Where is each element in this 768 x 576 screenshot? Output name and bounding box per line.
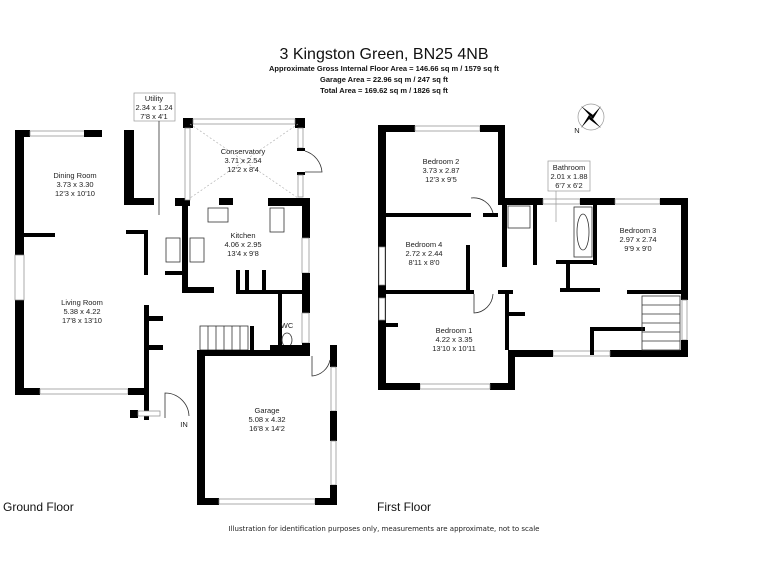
svg-text:3.73 x 2.87: 3.73 x 2.87 [422, 166, 459, 175]
svg-text:Bathroom: Bathroom [553, 163, 586, 172]
svg-text:6'7 x 6'2: 6'7 x 6'2 [555, 181, 582, 190]
entrance-label: IN [180, 420, 188, 429]
room-living: Living Room 5.38 x 4.22 17'8 x 13'10 [61, 298, 103, 325]
room-bedroom3: Bedroom 3 2.97 x 2.74 9'9 x 9'0 [619, 226, 656, 253]
svg-text:12'3 x 10'10: 12'3 x 10'10 [55, 189, 95, 198]
svg-text:12'3 x 9'5: 12'3 x 9'5 [425, 175, 457, 184]
svg-text:17'8 x 13'10: 17'8 x 13'10 [62, 316, 102, 325]
gross-area: Approximate Gross Internal Floor Area = … [269, 64, 500, 73]
room-garage: Garage 5.08 x 4.32 16'8 x 14'2 [248, 406, 285, 433]
first-floor-label: First Floor [377, 500, 431, 514]
svg-text:3.71 x 2.54: 3.71 x 2.54 [224, 156, 261, 165]
svg-text:Bedroom 1: Bedroom 1 [436, 326, 473, 335]
room-dining: Dining Room 3.73 x 3.30 12'3 x 10'10 [53, 171, 96, 198]
svg-text:2.72 x 2.44: 2.72 x 2.44 [405, 249, 442, 258]
disclaimer: Illustration for identification purposes… [229, 525, 540, 533]
room-wc: WC [281, 321, 294, 330]
svg-text:Utility: Utility [145, 94, 164, 103]
svg-text:Bedroom 3: Bedroom 3 [620, 226, 657, 235]
svg-text:5.08 x 4.32: 5.08 x 4.32 [248, 415, 285, 424]
svg-text:2.01 x 1.88: 2.01 x 1.88 [550, 172, 587, 181]
svg-text:9'9 x 9'0: 9'9 x 9'0 [624, 244, 651, 253]
room-bedroom4: Bedroom 4 2.72 x 2.44 8'11 x 8'0 [405, 240, 442, 267]
compass-north-label: N [574, 126, 579, 135]
room-bathroom: Bathroom 2.01 x 1.88 6'7 x 6'2 [550, 163, 587, 190]
svg-text:Bedroom 2: Bedroom 2 [423, 157, 460, 166]
svg-text:13'4 x 9'8: 13'4 x 9'8 [227, 249, 259, 258]
svg-text:7'8 x 4'1: 7'8 x 4'1 [140, 112, 167, 121]
room-bedroom1: Bedroom 1 4.22 x 3.35 13'10 x 10'11 [432, 326, 476, 353]
svg-text:Living Room: Living Room [61, 298, 103, 307]
svg-text:Dining Room: Dining Room [53, 171, 96, 180]
total-area: Total Area = 169.62 sq m / 1826 sq ft [320, 86, 448, 95]
svg-text:4.06 x 2.95: 4.06 x 2.95 [224, 240, 261, 249]
svg-text:13'10 x 10'11: 13'10 x 10'11 [432, 344, 476, 353]
property-title: 3 Kingston Green, BN25 4NB [279, 46, 488, 63]
room-kitchen: Kitchen 4.06 x 2.95 13'4 x 9'8 [224, 231, 261, 258]
svg-text:8'11 x 8'0: 8'11 x 8'0 [408, 258, 439, 267]
room-bedroom2: Bedroom 2 3.73 x 2.87 12'3 x 9'5 [422, 157, 459, 184]
svg-text:2.34 x 1.24: 2.34 x 1.24 [135, 103, 172, 112]
first-floor-plan: N [378, 103, 688, 390]
garage-area: Garage Area = 22.96 sq m / 247 sq ft [320, 75, 448, 84]
room-utility: Utility 2.34 x 1.24 7'8 x 4'1 [135, 94, 172, 121]
svg-text:16'8 x 14'2: 16'8 x 14'2 [249, 424, 285, 433]
svg-text:3.73 x 3.30: 3.73 x 3.30 [56, 180, 93, 189]
ground-floor-plan: IN [14, 92, 337, 505]
svg-text:12'2 x 8'4: 12'2 x 8'4 [227, 165, 259, 174]
svg-text:Kitchen: Kitchen [230, 231, 255, 240]
ground-floor-label: Ground Floor [3, 500, 74, 514]
room-conservatory: Conservatory 3.71 x 2.54 12'2 x 8'4 [221, 147, 266, 174]
svg-text:5.38 x 4.22: 5.38 x 4.22 [63, 307, 100, 316]
svg-text:Conservatory: Conservatory [221, 147, 266, 156]
svg-text:2.97 x 2.74: 2.97 x 2.74 [619, 235, 656, 244]
svg-text:4.22 x 3.35: 4.22 x 3.35 [435, 335, 472, 344]
svg-text:Bedroom 4: Bedroom 4 [406, 240, 443, 249]
compass-icon [577, 103, 605, 131]
svg-text:Garage: Garage [254, 406, 279, 415]
